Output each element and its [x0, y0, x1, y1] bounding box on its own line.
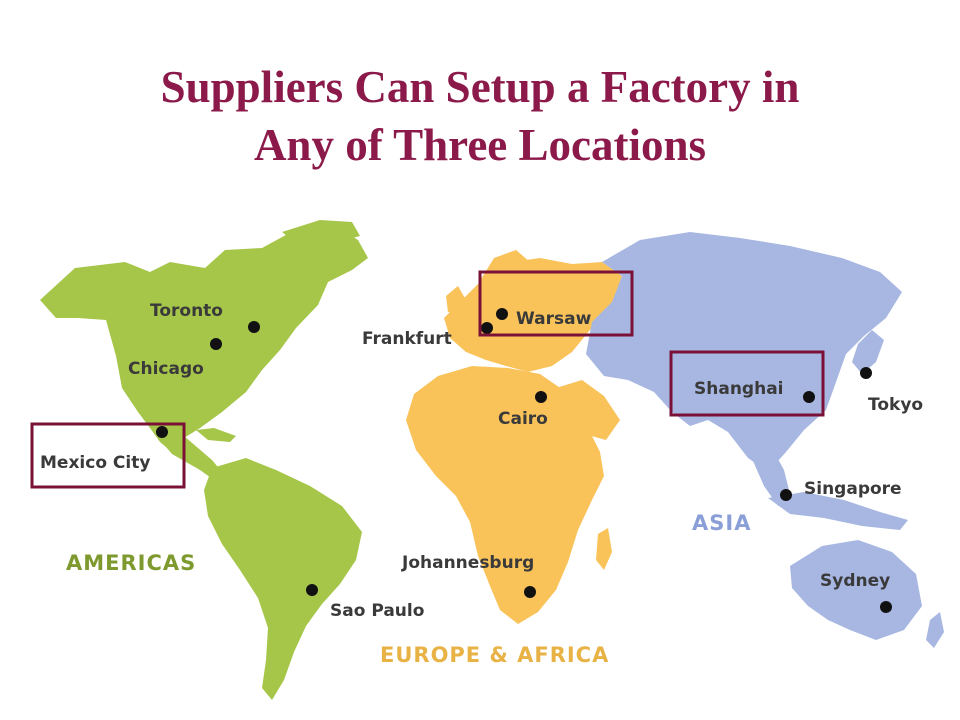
city-dot-shanghai	[803, 391, 815, 403]
city-dot-warsaw	[496, 308, 508, 320]
city-label-toronto: Toronto	[150, 301, 223, 321]
city-label-singapore: Singapore	[804, 479, 902, 499]
city-dot-tokyo	[860, 367, 872, 379]
arctic-islands-shape	[282, 220, 360, 246]
region-label-asia: ASIA	[692, 511, 751, 535]
city-dot-chicago	[210, 338, 222, 350]
highlight-box-shanghai	[669, 350, 825, 417]
central-america-shape	[160, 436, 222, 480]
city-label-shanghai: Shanghai	[694, 379, 784, 399]
africa-shape	[406, 366, 604, 624]
city-label-cairo: Cairo	[498, 409, 548, 429]
north-america-shape	[40, 226, 368, 452]
americas-landmass	[40, 220, 368, 700]
city-label-frankfurt: Frankfurt	[362, 329, 452, 349]
south-america-shape	[204, 458, 362, 700]
city-label-sydney: Sydney	[820, 571, 890, 591]
highlight-box-warsaw	[478, 270, 634, 337]
highlight-box-mexico-city	[30, 422, 186, 489]
title-line-1: Suppliers Can Setup a Factory in	[160, 62, 800, 112]
city-dot-cairo	[535, 391, 547, 403]
city-label-tokyo: Tokyo	[868, 395, 923, 415]
caribbean-shape	[196, 428, 236, 442]
city-dot-sydney	[880, 601, 892, 613]
city-label-mexico-city: Mexico City	[40, 453, 150, 473]
region-label-europe-africa: EUROPE & AFRICA	[380, 643, 609, 667]
city-dot-sao-paulo	[306, 584, 318, 596]
uk-shape	[446, 286, 466, 314]
city-dot-mexico-city	[156, 426, 168, 438]
japan-shape	[852, 330, 884, 374]
madagascar-shape	[596, 528, 612, 570]
city-dot-frankfurt	[481, 322, 493, 334]
arabia-shape	[556, 380, 620, 440]
city-label-chicago: Chicago	[128, 359, 204, 379]
city-dot-singapore	[780, 489, 792, 501]
title-line-2: Any of Three Locations	[253, 120, 707, 170]
city-dot-toronto	[248, 321, 260, 333]
asia-landmass	[586, 232, 944, 648]
slide-title: Suppliers Can Setup a Factory in Any of …	[0, 58, 960, 174]
new-zealand-shape	[926, 612, 944, 648]
indochina-shape	[750, 448, 790, 506]
indonesia-shape	[768, 492, 908, 530]
city-dots	[156, 308, 892, 613]
region-label-americas: AMERICAS	[66, 551, 196, 575]
city-label-johannesburg: Johannesburg	[401, 553, 534, 573]
city-label-warsaw: Warsaw	[516, 309, 592, 329]
city-dot-johannesburg	[524, 586, 536, 598]
city-label-sao-paulo: Sao Paulo	[330, 601, 424, 621]
australia-shape	[790, 540, 922, 640]
